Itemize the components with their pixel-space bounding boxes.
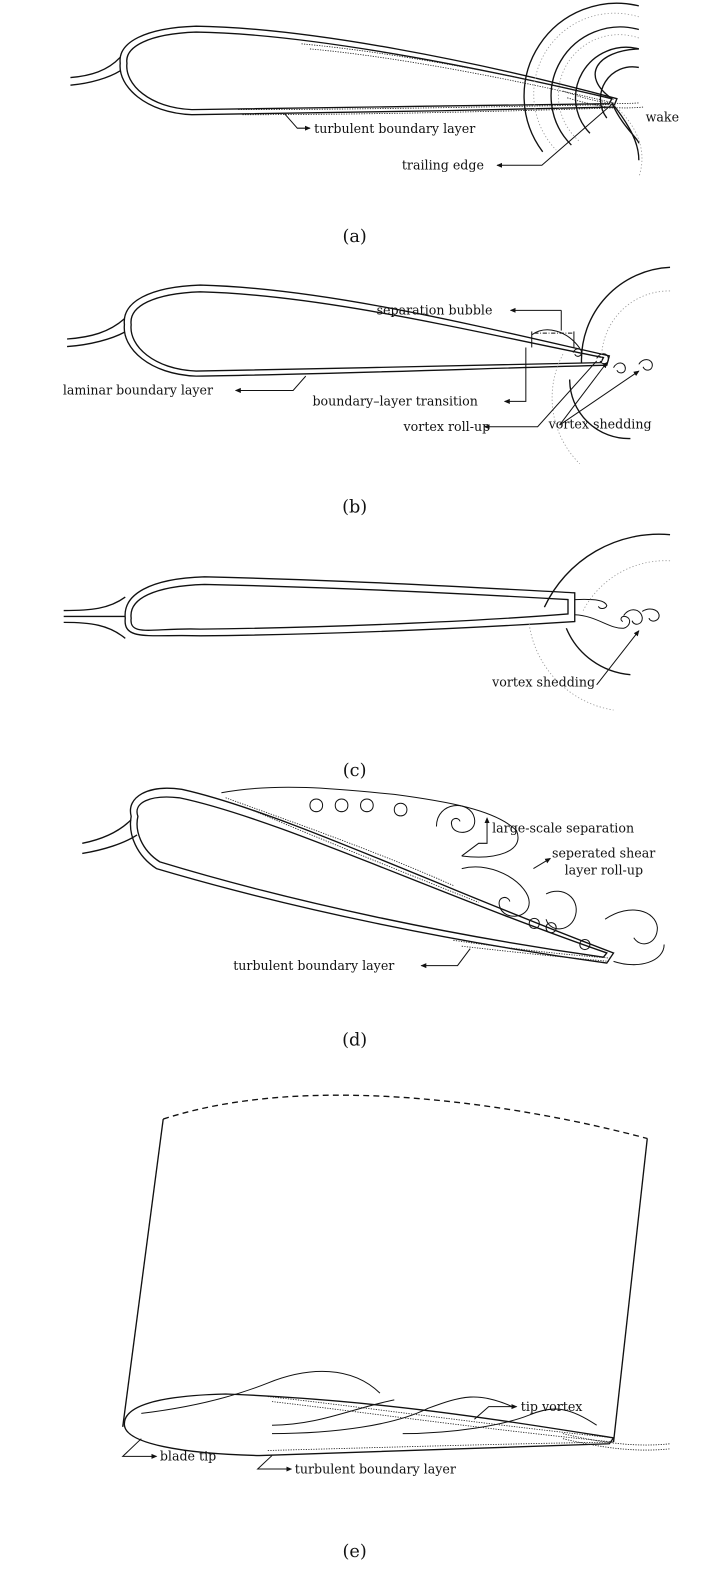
label-large-scale-separation: large-scale separation (492, 820, 634, 835)
vortices-c (575, 599, 659, 628)
panel-e: tip vortex blade tip turbulent boundary … (123, 1095, 670, 1562)
label-turbulent-boundary-layer-a: turbulent boundary layer (314, 121, 476, 136)
airfoil-b (67, 285, 609, 376)
tip-vortex-e (141, 1371, 670, 1450)
airfoil-c (64, 577, 575, 639)
panel-a: turbulent boundary layer wake trailing e… (70, 3, 679, 247)
panel-c: vortex shedding (c) (64, 534, 670, 781)
label-laminar-boundary-layer: laminar boundary layer (63, 383, 214, 398)
pointer-transition (505, 347, 526, 401)
label-turbulent-boundary-layer-e: turbulent boundary layer (295, 1461, 457, 1476)
caption-e: (e) (343, 1542, 367, 1562)
caption-d: (d) (342, 1031, 367, 1051)
label-turbulent-boundary-layer-d: turbulent boundary layer (233, 958, 395, 973)
airfoil-a (70, 26, 616, 115)
pointer-tbl-e (258, 1456, 292, 1469)
panel-b: separation bubble laminar boundary layer… (63, 267, 670, 517)
label-separated-shear-2: layer roll-up (565, 863, 643, 878)
pointer-shear (533, 858, 550, 868)
label-separated-shear-1: seperated shear (552, 846, 656, 861)
label-separation-bubble: separation bubble (377, 303, 493, 318)
pointer-tbl-a (285, 114, 310, 128)
label-tip-vortex: tip vortex (521, 1399, 583, 1414)
pointer-trailing-edge (497, 103, 613, 165)
pointer-tbl-d (421, 949, 470, 966)
label-wake: wake (646, 109, 679, 124)
pointer-laminar (236, 376, 306, 390)
label-vortex-roll-up: vortex roll-up (403, 419, 491, 434)
airfoil-d (82, 788, 613, 963)
label-vortex-shedding-b: vortex shedding (548, 416, 652, 431)
pointer-blade-tip (123, 1439, 157, 1457)
panel-d: large-scale separation seperated shear l… (82, 787, 664, 1050)
caption-c: (c) (343, 761, 367, 781)
caption-b: (b) (342, 498, 367, 518)
label-blade-tip: blade tip (160, 1449, 216, 1464)
label-boundary-layer-transition: boundary–layer transition (312, 394, 477, 409)
pointer-shedding-c (597, 631, 639, 685)
caption-a: (a) (342, 227, 366, 247)
label-vortex-shedding-c: vortex shedding (491, 674, 595, 689)
label-trailing-edge: trailing edge (402, 158, 484, 173)
